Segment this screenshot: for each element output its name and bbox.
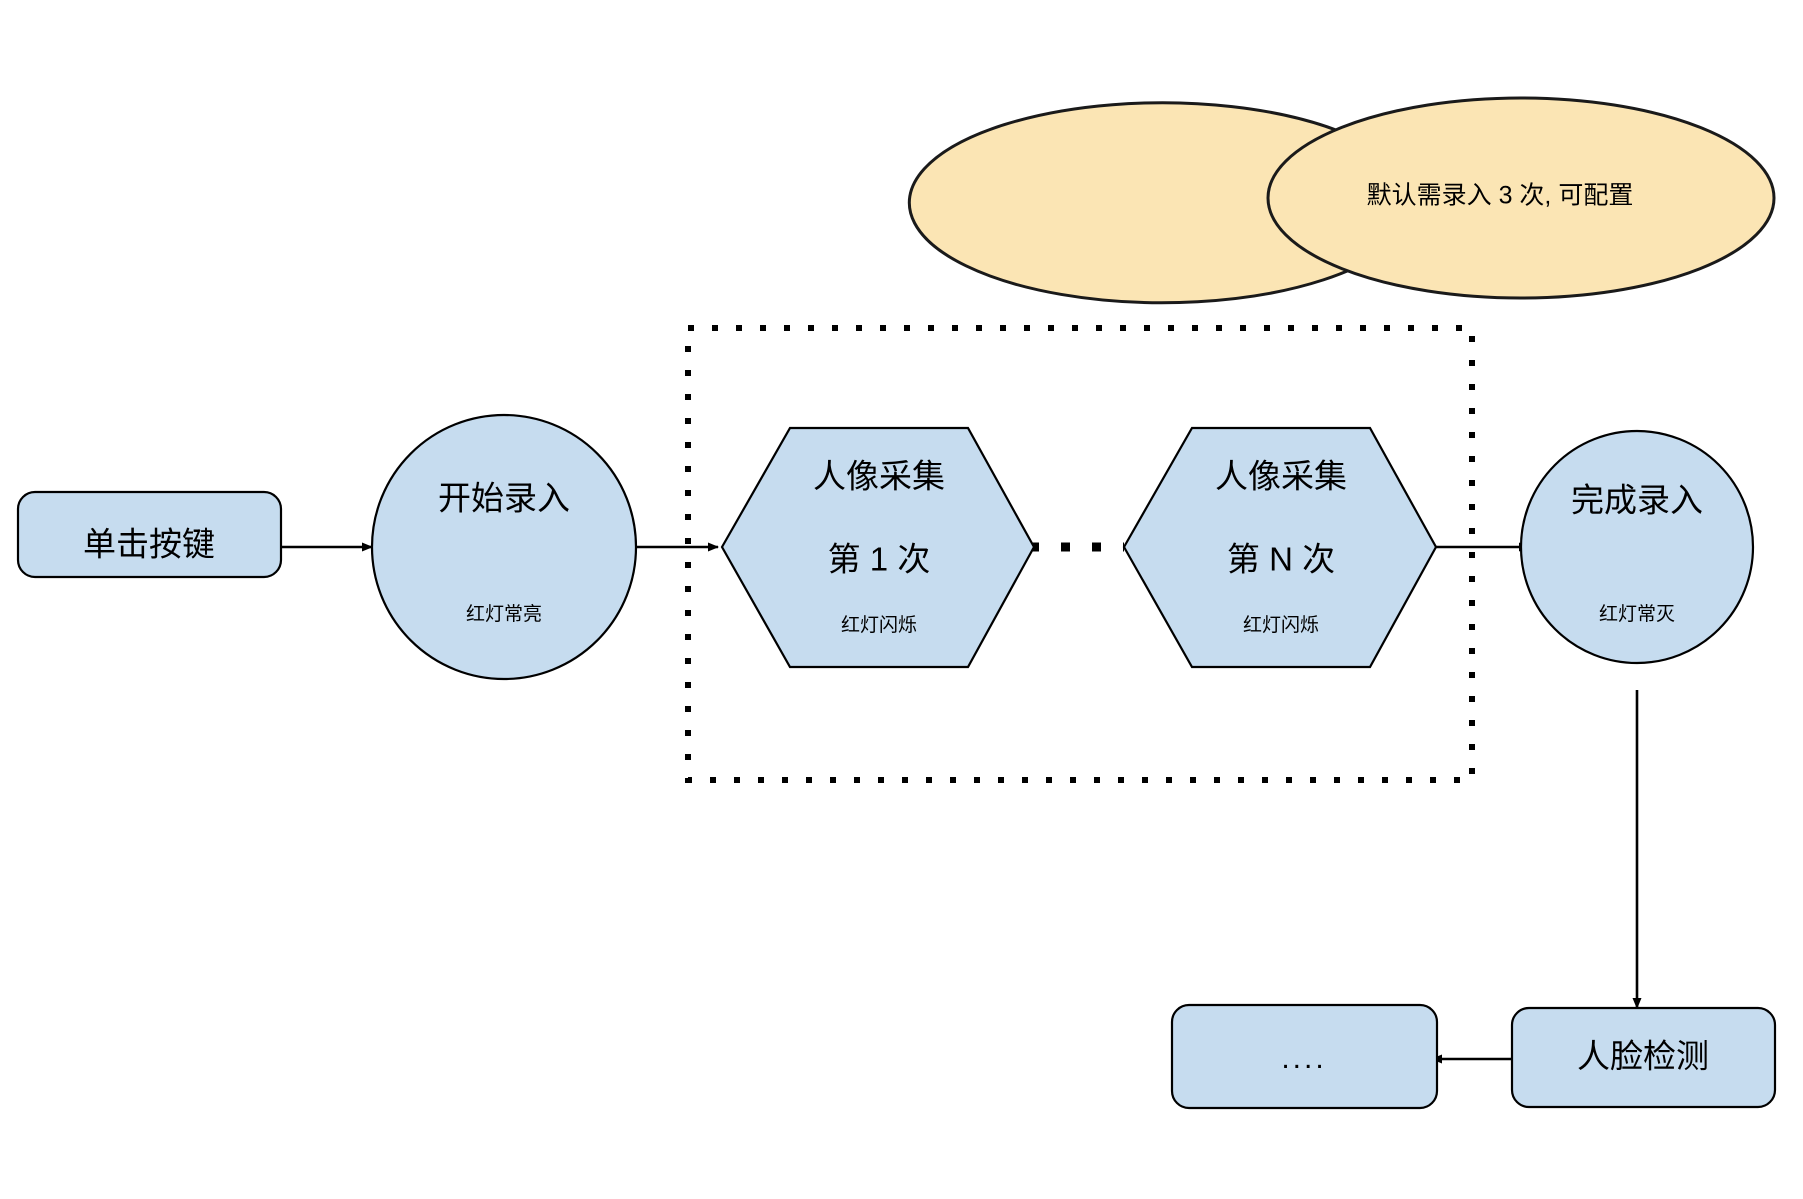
node-finish-enroll-sublabel: 红灯常灭 bbox=[1599, 603, 1675, 625]
node-finish-enroll-label: 完成录入 bbox=[1571, 482, 1703, 519]
callout-bubble-body bbox=[1266, 96, 1776, 300]
node-start-enroll-label: 开始录入 bbox=[438, 480, 570, 517]
node-capture-first-count: 第 1 次 bbox=[828, 541, 931, 578]
node-more-steps-label: .... bbox=[1281, 1042, 1326, 1075]
node-face-detect-shape[interactable] bbox=[1510, 1006, 1777, 1109]
node-start-enroll-shape[interactable] bbox=[370, 413, 638, 681]
node-face-detect-label: 人脸检测 bbox=[1577, 1038, 1709, 1075]
node-capture-nth-label: 人像采集 bbox=[1215, 458, 1347, 495]
node-finish-enroll-shape[interactable] bbox=[1519, 429, 1755, 665]
node-capture-first-sublabel: 红灯闪烁 bbox=[841, 614, 917, 636]
node-capture-nth-shape[interactable] bbox=[1122, 426, 1438, 669]
node-capture-first-label: 人像采集 bbox=[813, 458, 945, 495]
node-start-enroll-sublabel: 红灯常亮 bbox=[466, 603, 542, 625]
node-capture-nth-count: 第 N 次 bbox=[1227, 541, 1335, 578]
loop-group-dotted-boundary bbox=[685, 325, 1475, 783]
node-click-key-shape[interactable] bbox=[16, 490, 283, 579]
node-click-key-label: 单击按键 bbox=[83, 526, 215, 563]
node-more-steps-shape[interactable] bbox=[1170, 1003, 1439, 1110]
callout-text: 默认需录入 3 次, 可配置 bbox=[1367, 182, 1634, 210]
node-capture-nth-sublabel: 红灯闪烁 bbox=[1243, 614, 1319, 636]
node-capture-first-shape[interactable] bbox=[720, 426, 1036, 669]
